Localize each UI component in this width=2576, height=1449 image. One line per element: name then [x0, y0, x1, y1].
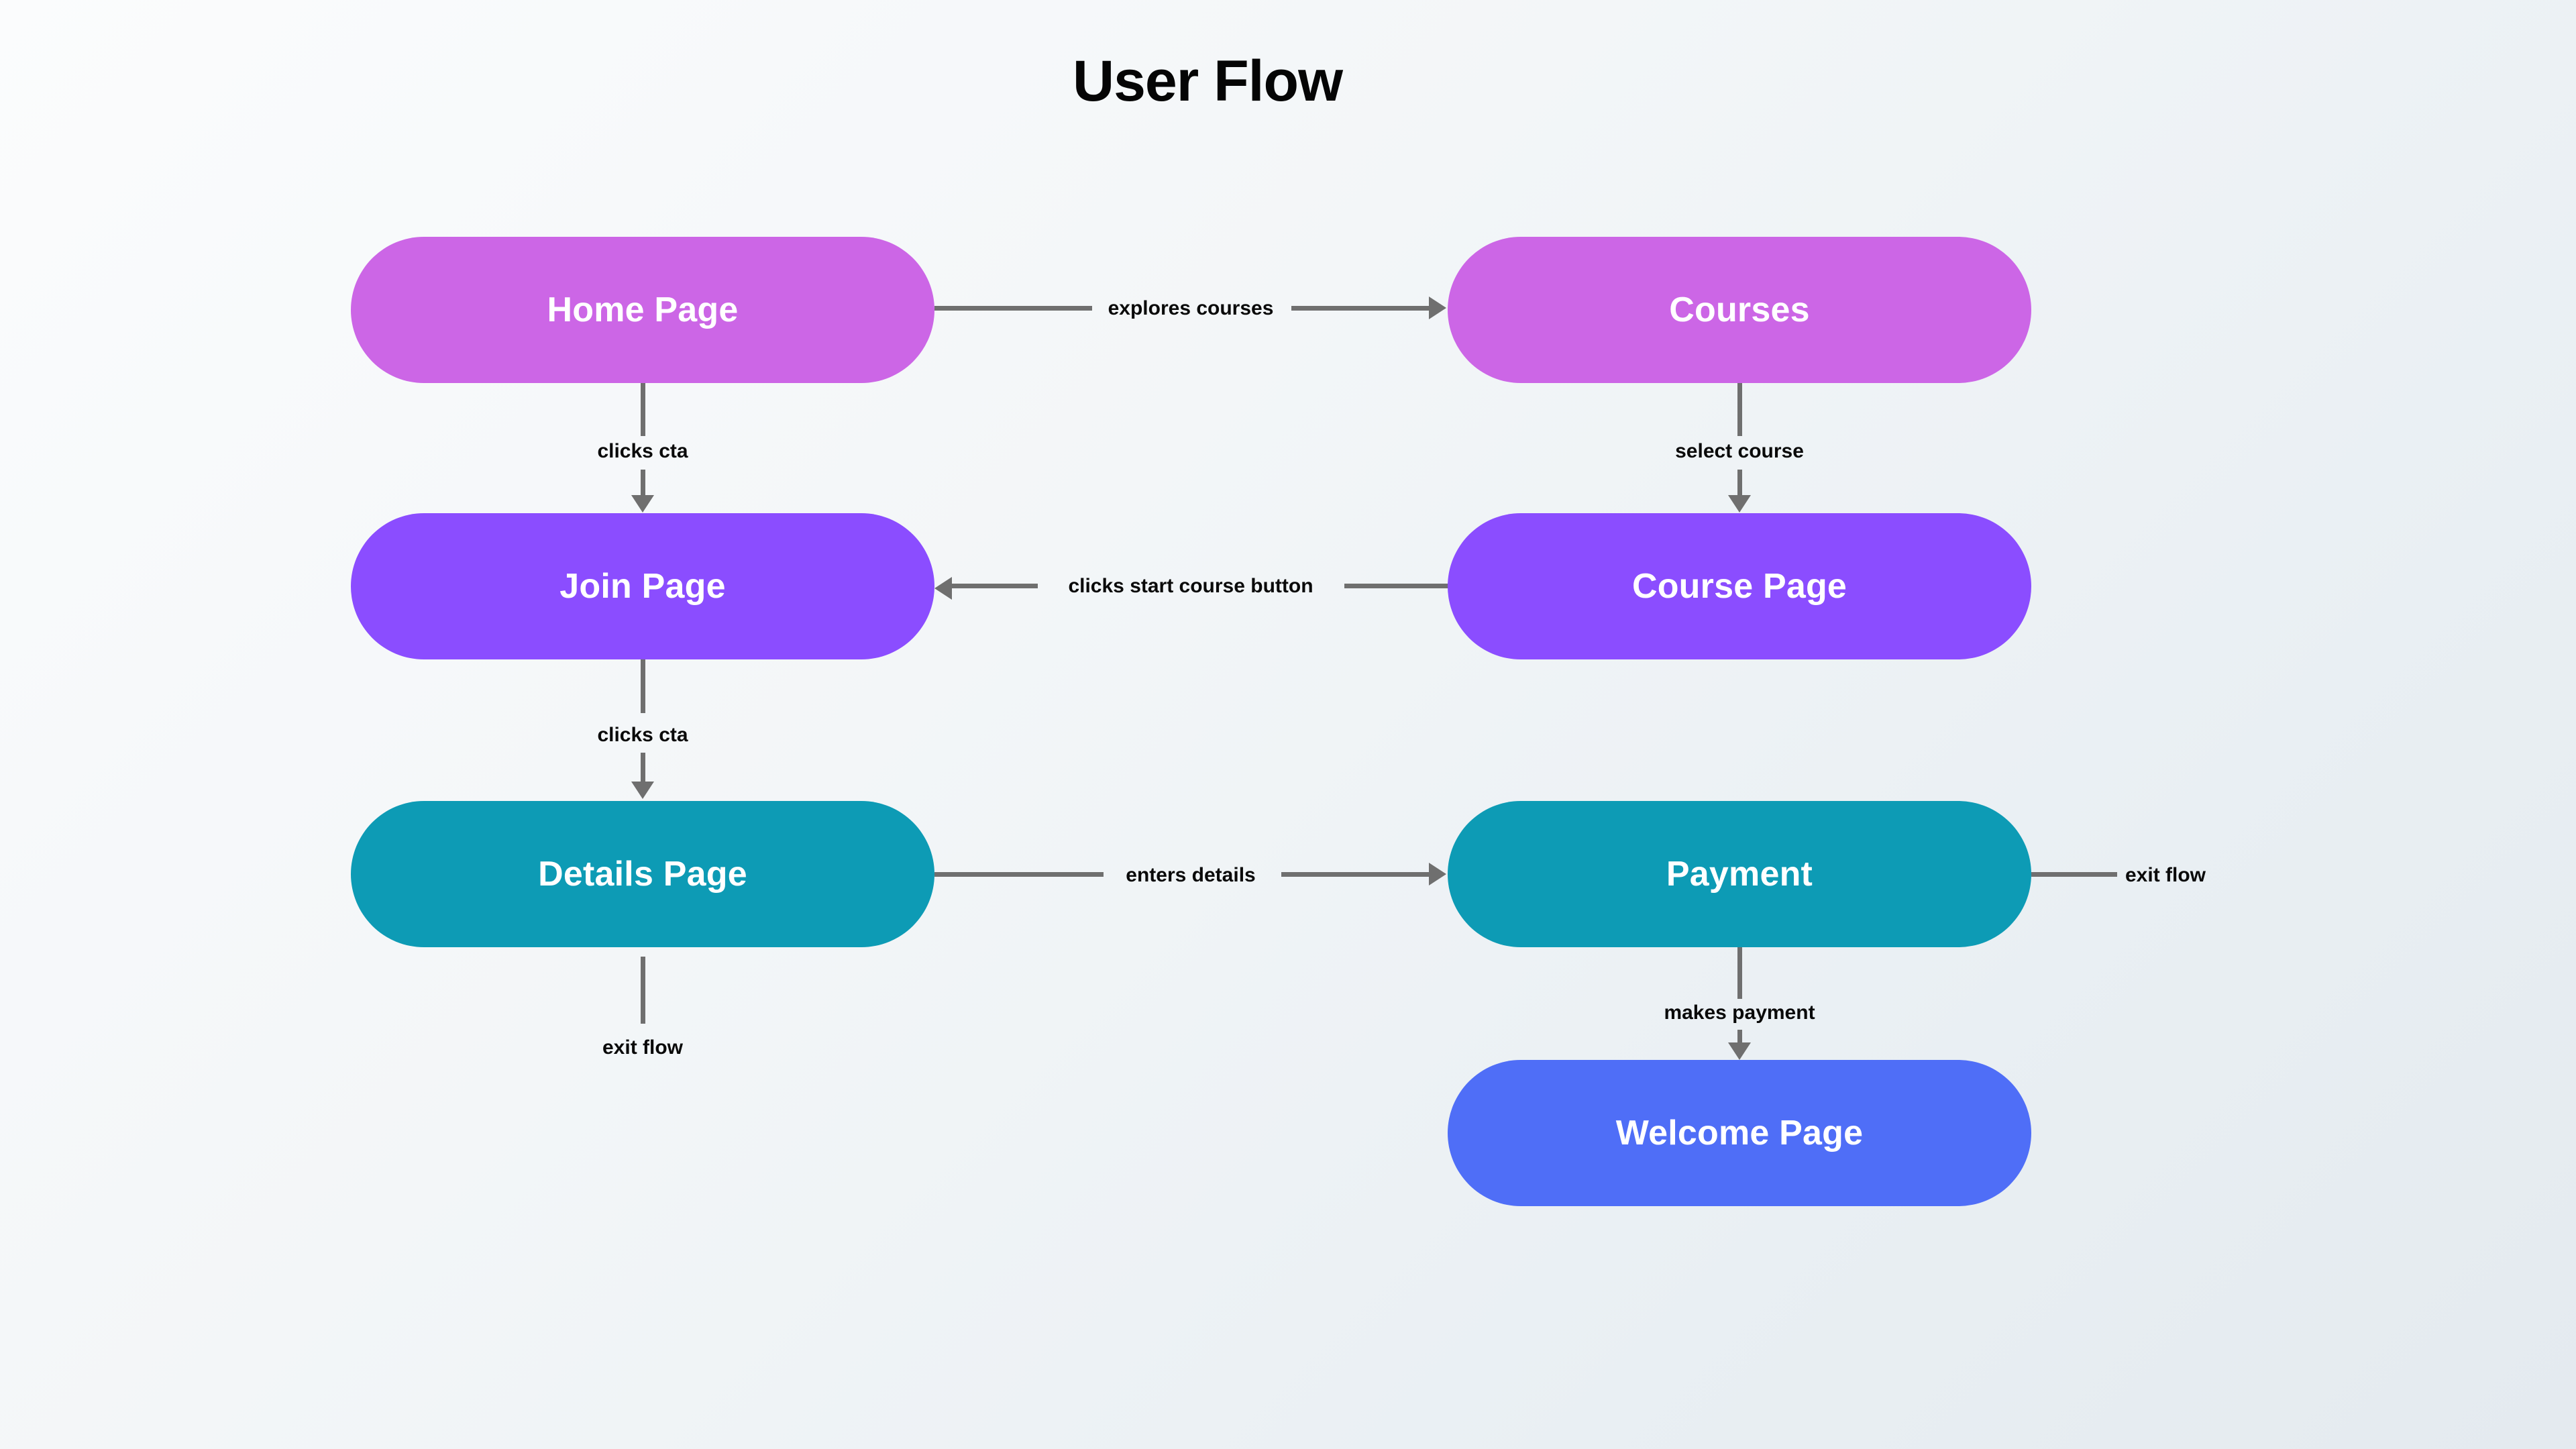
edge-line-payment-exit — [2031, 872, 2117, 877]
node-label: Details Page — [538, 855, 747, 894]
page-title: User Flow — [1073, 49, 1343, 113]
node-join-page[interactable]: Join Page — [351, 513, 934, 659]
edge-line-home-to-join — [641, 383, 645, 436]
edge-line-course-page-to-join-2 — [1344, 584, 1448, 588]
arrow-right-icon — [1429, 863, 1446, 885]
edge-label-exit-flow-details: exit flow — [602, 1036, 684, 1059]
edge-line-courses-to-course-page — [1737, 383, 1742, 436]
edge-line-join-to-details — [641, 659, 645, 713]
node-label: Welcome Page — [1615, 1114, 1864, 1152]
edge-line-details-to-payment — [934, 872, 1104, 877]
edge-label-makes-payment: makes payment — [1664, 1002, 1815, 1024]
edge-line-payment-to-welcome — [1737, 947, 1742, 999]
edge-label-explores-courses: explores courses — [1108, 297, 1274, 319]
edge-label-clicks-cta-1: clicks cta — [597, 440, 688, 462]
edge-line-home-to-courses — [934, 306, 1092, 311]
node-label: Payment — [1666, 855, 1813, 894]
node-label: Course Page — [1631, 567, 1847, 606]
edge-line-course-page-to-join — [952, 584, 1038, 588]
arrow-down-icon — [631, 495, 654, 513]
node-label: Home Page — [547, 290, 739, 329]
edge-line-courses-to-course-page-2 — [1737, 470, 1742, 496]
node-welcome-page[interactable]: Welcome Page — [1448, 1060, 2031, 1206]
arrow-down-icon — [1728, 495, 1751, 513]
node-label: Join Page — [559, 567, 726, 606]
edge-line-payment-to-welcome-2 — [1737, 1030, 1742, 1046]
edge-label-clicks-cta-2: clicks cta — [597, 724, 688, 746]
edge-line-details-to-payment-2 — [1281, 872, 1430, 877]
node-courses[interactable]: Courses — [1448, 237, 2031, 383]
edge-label-clicks-start-course-button: clicks start course button — [1068, 575, 1313, 597]
arrow-down-icon — [1728, 1042, 1751, 1060]
node-course-page[interactable]: Course Page — [1448, 513, 2031, 659]
edge-line-details-exit — [641, 957, 645, 1024]
node-home-page[interactable]: Home Page — [351, 237, 934, 383]
edge-label-enters-details: enters details — [1126, 864, 1256, 886]
edge-label-select-course: select course — [1675, 440, 1804, 462]
edge-line-home-to-courses-2 — [1291, 306, 1430, 311]
arrow-down-icon — [631, 782, 654, 799]
edge-label-exit-flow-payment: exit flow — [2125, 864, 2206, 886]
arrow-left-icon — [934, 577, 952, 600]
arrow-right-icon — [1429, 297, 1446, 319]
node-payment[interactable]: Payment — [1448, 801, 2031, 947]
edge-line-join-to-details-2 — [641, 753, 645, 783]
node-label: Courses — [1669, 290, 1810, 329]
node-details-page[interactable]: Details Page — [351, 801, 934, 947]
edge-line-home-to-join-2 — [641, 470, 645, 496]
